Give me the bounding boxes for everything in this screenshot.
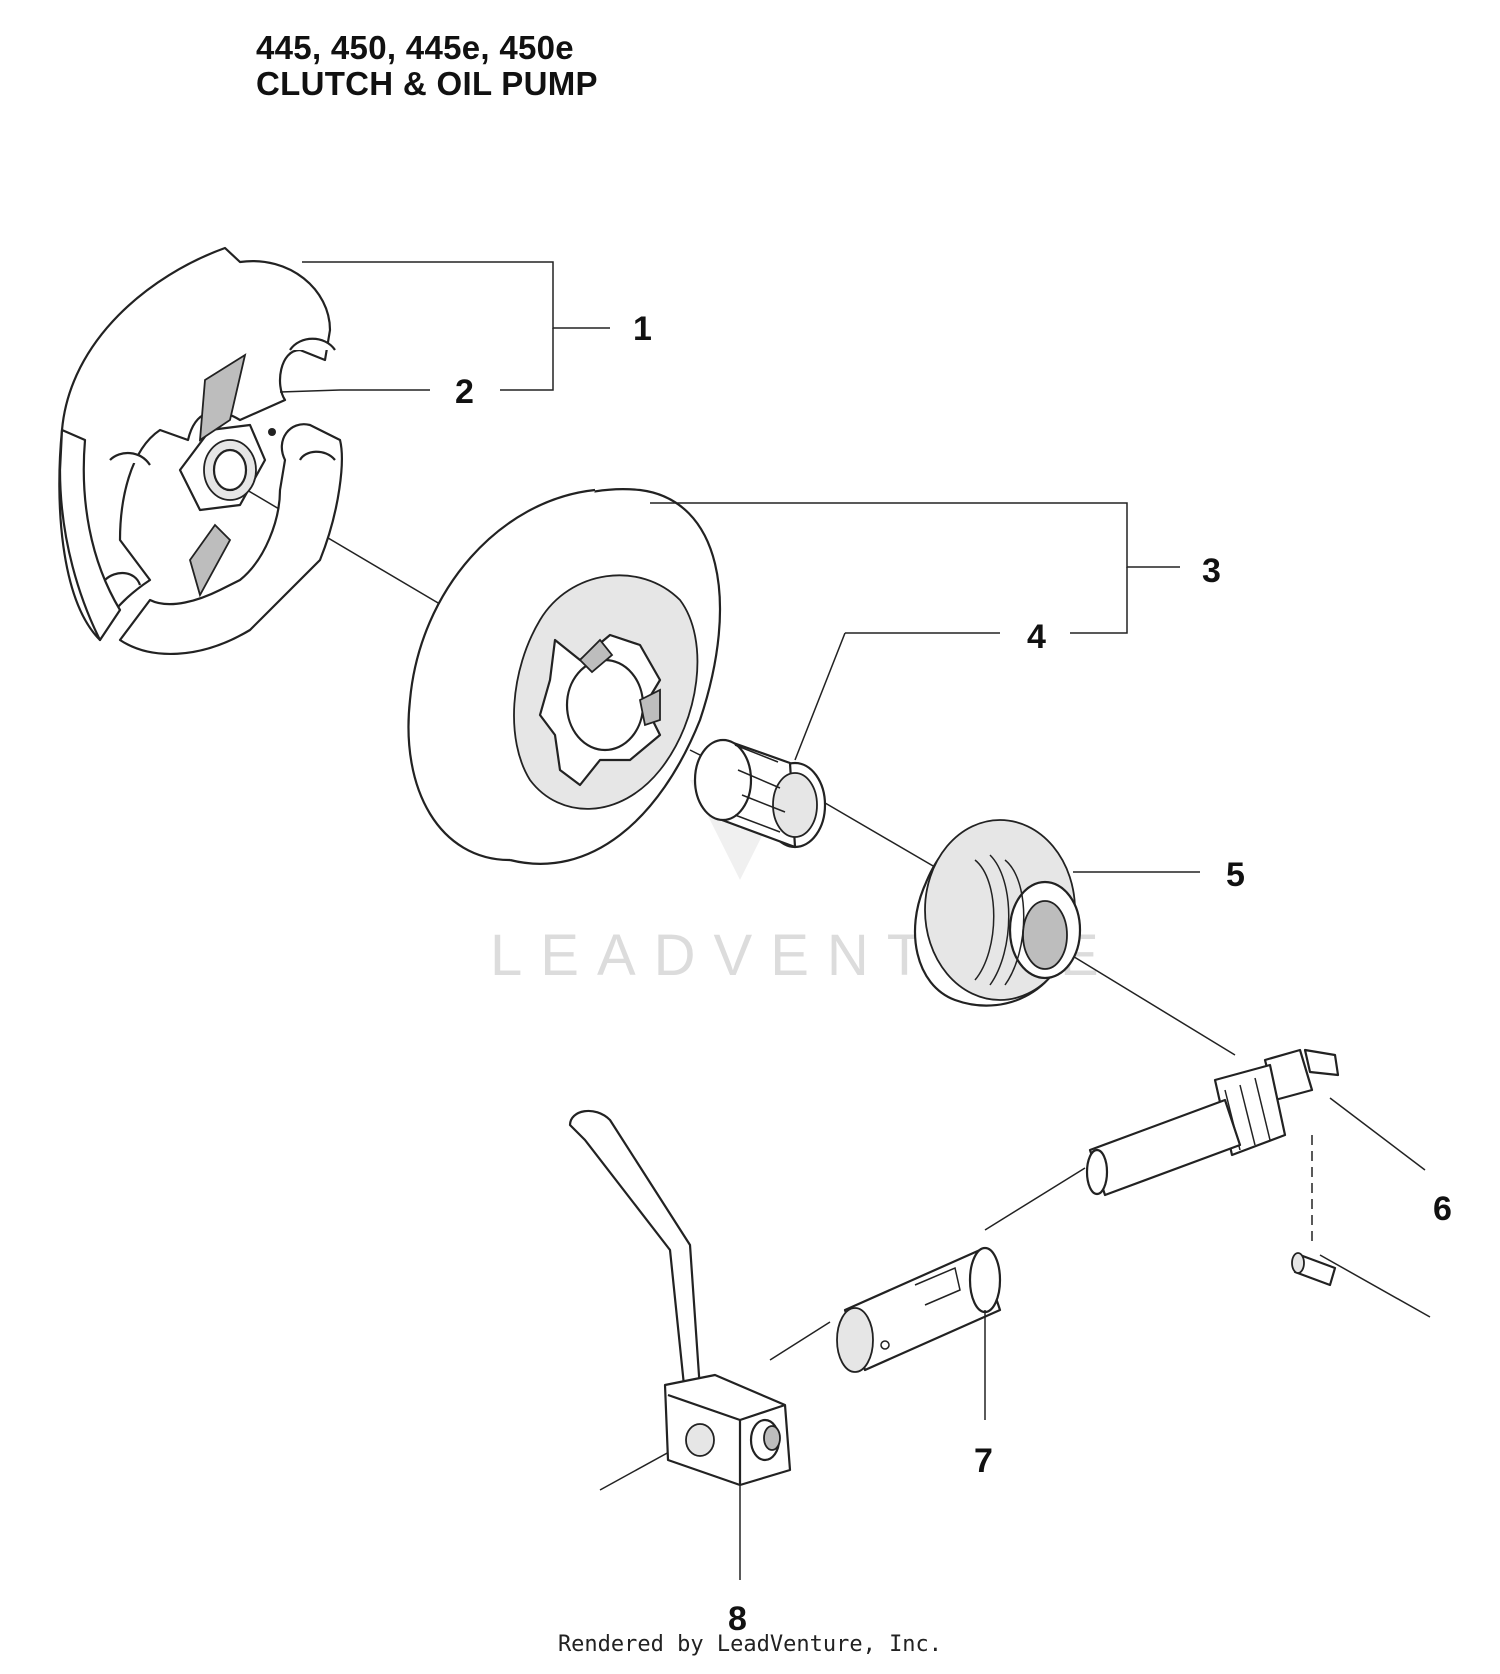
callout-2: 2 [455,373,474,411]
clutch-shoe-assembly [58,246,343,656]
callout-leaders [279,261,1426,1580]
callout-1: 1 [633,310,652,348]
pump-plunger [1085,1048,1340,1287]
callout-5: 5 [1226,856,1245,894]
callout-7: 7 [974,1442,993,1480]
needle-bearing [693,738,827,849]
clutch-spring-point [268,428,276,436]
pump-lever [568,1109,792,1487]
callout-6: 6 [1433,1190,1452,1228]
callout-8: 8 [728,1600,747,1638]
callout-4: 4 [1027,618,1046,656]
diagram-title: 445, 450, 445e, 450e CLUTCH & OIL PUMP [256,30,598,102]
worm-gear [913,819,1082,1007]
callout-labels: 1 2 3 4 5 6 7 8 [455,310,1452,1638]
title-assembly: CLUTCH & OIL PUMP [256,65,598,102]
callout-3: 3 [1202,552,1221,590]
title-models: 445, 450, 445e, 450e [256,29,574,66]
pump-sleeve [836,1246,1002,1373]
clutch-drum [407,488,722,865]
render-credit: Rendered by LeadVenture, Inc. [557,1632,943,1657]
